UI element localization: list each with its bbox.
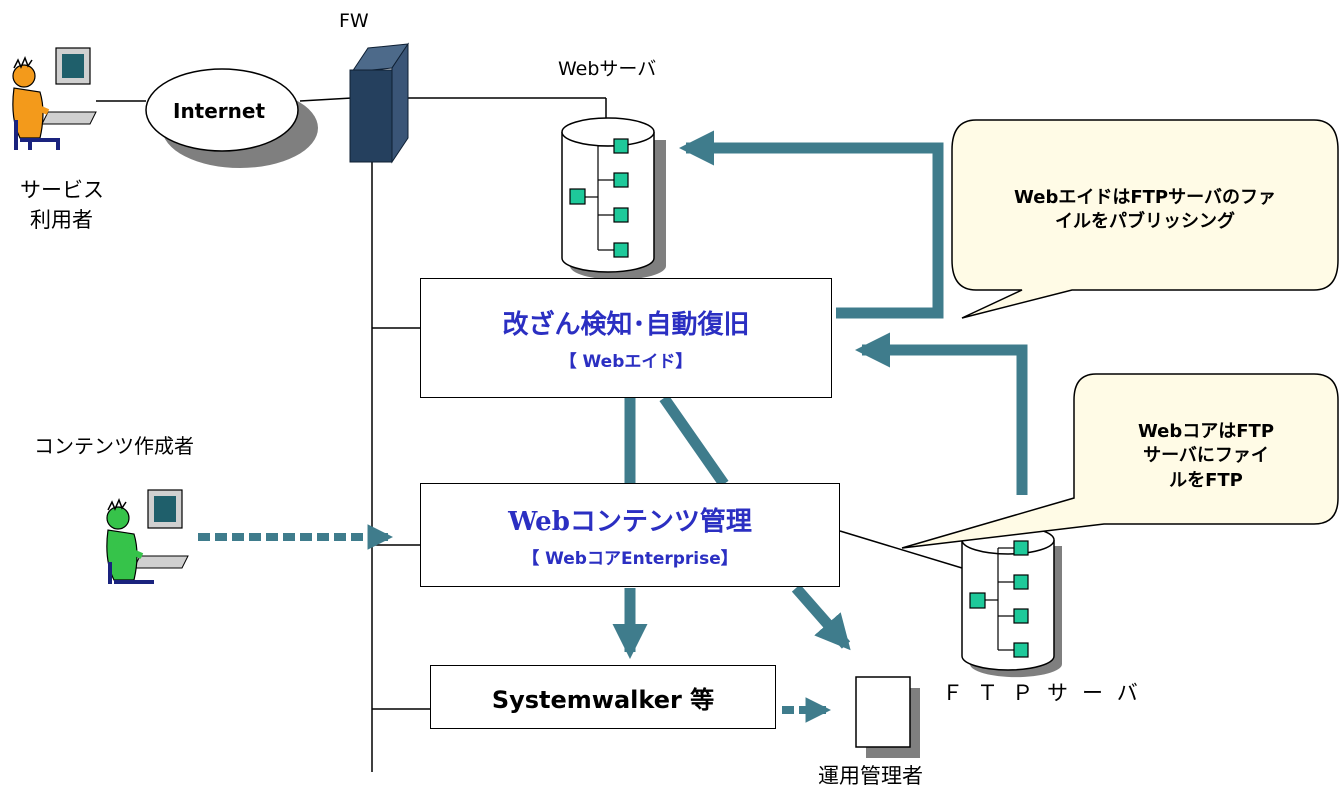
- webcore-callout-line3: ルをFTP: [1169, 469, 1243, 491]
- content-box-title-jp: コンテンツ管理: [569, 507, 752, 537]
- service-user-icon: [12, 47, 97, 150]
- content-ftp-line: [839, 530, 963, 569]
- tamper-box-subtitle: 【 Webエイド】: [559, 352, 693, 372]
- content-creator-label: コンテンツ作成者: [34, 434, 194, 458]
- operator-label: 運用管理者: [818, 764, 923, 788]
- operator-doc-icon: [855, 676, 920, 758]
- ftp-server-icon: [961, 525, 1062, 678]
- webaid-callout-line2: イルをパブリッシング: [1055, 211, 1235, 233]
- network-lines: [96, 97, 963, 772]
- service-user-label-1: サービス: [20, 178, 104, 202]
- webaid-callout-shape: [951, 119, 1339, 319]
- systemwalker-box: Systemwalker 等: [430, 665, 776, 729]
- fw-label: FW: [339, 10, 369, 32]
- ftp-to-tamper-arrow: [854, 332, 1028, 495]
- content-management-box: Webコンテンツ管理 【 WebコアEnterprise】: [420, 483, 840, 587]
- tamper-detection-box: 改ざん検知･自動復旧 【 Webエイド】: [420, 278, 832, 398]
- webcore-callout-line2: サーバにファイ: [1143, 445, 1269, 467]
- publish-to-webserver-arrow: [678, 130, 944, 319]
- tamper-box-title: 改ざん検知･自動復旧: [502, 310, 750, 340]
- firewall-icon: [349, 42, 410, 164]
- tamper-content-diag: [659, 394, 729, 488]
- content-box-subtitle: 【 WebコアEnterprise】: [522, 549, 738, 569]
- webaid-callout-line1: WebエイドはFTPサーバのファ: [1014, 187, 1276, 208]
- systemwalker-box-title: Systemwalker 等: [491, 685, 715, 714]
- content-operator-arrow: [791, 584, 851, 651]
- dotted-arrows: [198, 524, 832, 723]
- internet-label: Internet: [173, 99, 266, 123]
- webcore-callout-line1: WebコアはFTP: [1137, 421, 1275, 442]
- content-creator-icon: [106, 489, 189, 584]
- webcore-callout-text: WebコアはFTP サーバにファイ ルをFTP: [1074, 420, 1338, 493]
- ftp-server-label: ＦＴＰサーバ: [942, 681, 1152, 705]
- service-user-label-2: 利用者: [30, 208, 93, 232]
- internet-fw-line: [299, 97, 353, 102]
- webcore-callout-shape: [901, 373, 1339, 549]
- web-server-icon: [561, 117, 666, 280]
- web-server-label: Webサーバ: [558, 58, 657, 80]
- internet-cloud: [145, 68, 299, 152]
- content-box-title: Webコンテンツ管理: [508, 501, 752, 538]
- webaid-callout-text: WebエイドはFTPサーバのファ イルをパブリッシング: [952, 186, 1338, 235]
- flow-arrows: [612, 130, 1028, 660]
- content-box-title-latin: Web: [508, 507, 570, 537]
